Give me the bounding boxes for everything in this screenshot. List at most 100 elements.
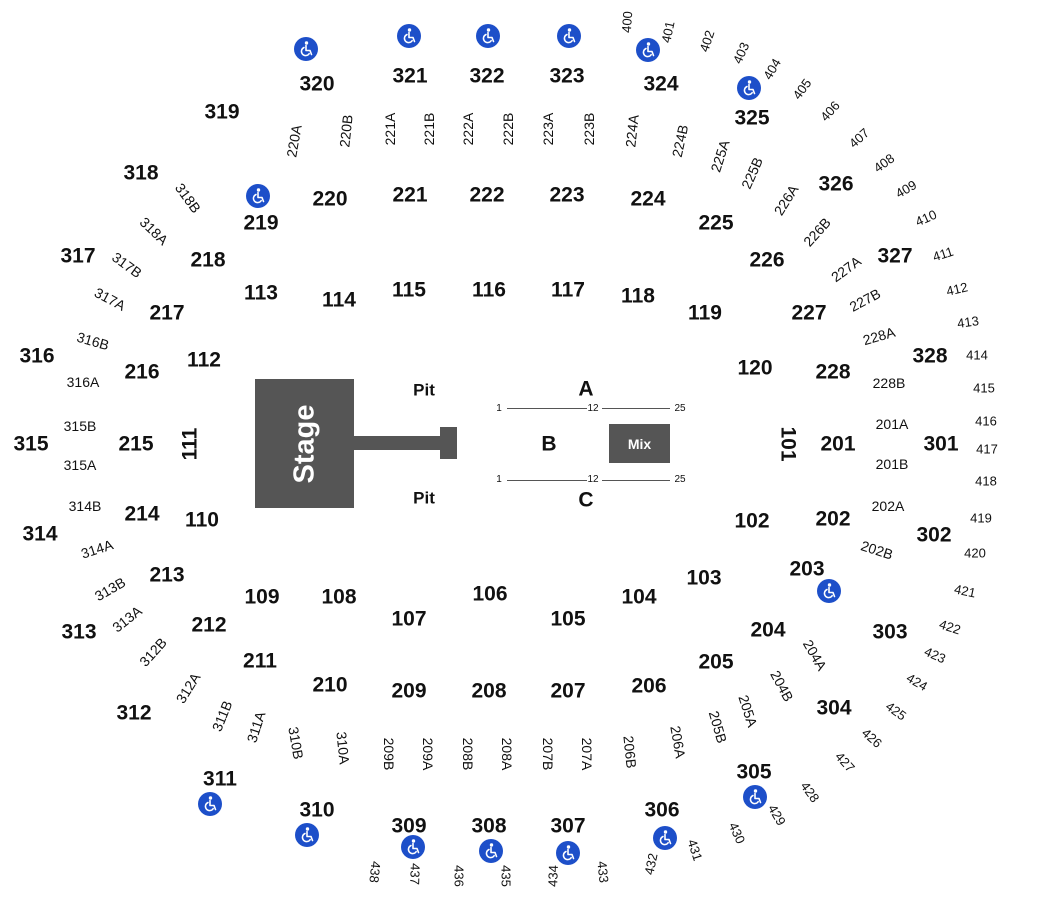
section-317a[interactable]: 317A <box>91 284 129 314</box>
section-326[interactable]: 326 <box>818 172 854 196</box>
section-215[interactable]: 215 <box>118 432 154 456</box>
section-424[interactable]: 424 <box>903 670 931 694</box>
section-204b[interactable]: 204B <box>767 667 797 705</box>
section-416[interactable]: 416 <box>975 413 997 429</box>
section-306[interactable]: 306 <box>644 798 680 822</box>
section-302[interactable]: 302 <box>916 523 952 547</box>
section-405[interactable]: 405 <box>789 75 815 103</box>
section-316a[interactable]: 316A <box>66 374 100 390</box>
section-226a[interactable]: 226A <box>770 181 802 219</box>
section-220[interactable]: 220 <box>312 187 348 211</box>
section-101[interactable]: 101 <box>776 426 800 462</box>
section-419[interactable]: 419 <box>970 510 992 526</box>
section-312[interactable]: 312 <box>116 701 152 725</box>
section-206[interactable]: 206 <box>631 674 667 698</box>
section-208[interactable]: 208 <box>471 679 507 703</box>
section-210[interactable]: 210 <box>312 673 348 697</box>
section-222a[interactable]: 222A <box>460 112 476 146</box>
section-209b[interactable]: 209B <box>381 737 397 771</box>
section-323[interactable]: 323 <box>549 64 585 88</box>
section-321[interactable]: 321 <box>392 64 428 88</box>
section-228b[interactable]: 228B <box>872 375 906 391</box>
section-207a[interactable]: 207A <box>579 737 595 771</box>
section-225b[interactable]: 225B <box>738 154 766 192</box>
section-317[interactable]: 317 <box>60 244 96 268</box>
section-218[interactable]: 218 <box>190 248 226 272</box>
section-223[interactable]: 223 <box>549 183 585 207</box>
section-315a[interactable]: 315A <box>63 457 97 473</box>
section-119[interactable]: 119 <box>688 301 722 325</box>
section-437[interactable]: 437 <box>407 862 423 886</box>
section-212[interactable]: 212 <box>191 613 227 637</box>
section-435[interactable]: 435 <box>498 865 514 887</box>
section-318a[interactable]: 318A <box>136 213 172 249</box>
section-428[interactable]: 428 <box>797 778 823 806</box>
section-421[interactable]: 421 <box>952 581 978 601</box>
section-207[interactable]: 207 <box>550 679 586 703</box>
section-431[interactable]: 431 <box>684 837 706 863</box>
section-315b[interactable]: 315B <box>63 418 97 434</box>
section-314[interactable]: 314 <box>22 522 58 546</box>
section-201[interactable]: 201 <box>820 432 856 456</box>
section-324[interactable]: 324 <box>643 72 679 96</box>
section-228a[interactable]: 228A <box>861 323 897 349</box>
section-205b[interactable]: 205B <box>705 709 731 745</box>
section-412[interactable]: 412 <box>944 279 970 299</box>
section-325[interactable]: 325 <box>734 106 770 130</box>
section-204[interactable]: 204 <box>750 618 786 642</box>
section-305[interactable]: 305 <box>736 760 772 784</box>
section-220b[interactable]: 220B <box>336 113 356 149</box>
section-402[interactable]: 402 <box>696 28 718 54</box>
section-327[interactable]: 327 <box>877 244 913 268</box>
section-227b[interactable]: 227B <box>846 285 884 315</box>
section-310[interactable]: 310 <box>299 798 335 822</box>
section-222[interactable]: 222 <box>469 183 505 207</box>
section-111[interactable]: 111 <box>178 427 202 461</box>
section-311b[interactable]: 311B <box>208 698 236 734</box>
section-418[interactable]: 418 <box>975 473 997 489</box>
section-311a[interactable]: 311A <box>243 709 269 745</box>
section-408[interactable]: 408 <box>870 150 898 176</box>
section-120[interactable]: 120 <box>737 356 773 380</box>
section-227a[interactable]: 227A <box>828 252 864 286</box>
section-427[interactable]: 427 <box>832 748 858 776</box>
section-303[interactable]: 303 <box>872 620 908 644</box>
section-403[interactable]: 403 <box>729 40 753 66</box>
section-105[interactable]: 105 <box>550 607 586 631</box>
section-310a[interactable]: 310A <box>333 730 353 766</box>
section-202b[interactable]: 202B <box>858 537 896 563</box>
section-224[interactable]: 224 <box>630 187 666 211</box>
section-423[interactable]: 423 <box>922 643 948 667</box>
section-110[interactable]: 110 <box>185 508 219 532</box>
section-221[interactable]: 221 <box>392 183 428 207</box>
section-313a[interactable]: 313A <box>109 602 145 636</box>
section-223a[interactable]: 223A <box>540 112 556 146</box>
section-312b[interactable]: 312B <box>136 634 170 670</box>
section-420[interactable]: 420 <box>964 545 986 561</box>
section-429[interactable]: 429 <box>765 801 789 829</box>
section-328[interactable]: 328 <box>912 344 948 368</box>
pit-bottom-label[interactable]: Pit <box>413 488 435 508</box>
section-206a[interactable]: 206A <box>667 724 689 760</box>
section-433[interactable]: 433 <box>594 860 612 884</box>
section-219[interactable]: 219 <box>243 211 279 235</box>
section-114[interactable]: 114 <box>322 288 356 312</box>
section-228[interactable]: 228 <box>815 360 851 384</box>
section-309[interactable]: 309 <box>391 814 427 838</box>
section-301[interactable]: 301 <box>923 432 959 456</box>
section-225[interactable]: 225 <box>698 211 734 235</box>
section-117[interactable]: 117 <box>551 278 585 302</box>
section-226[interactable]: 226 <box>749 248 785 272</box>
section-106[interactable]: 106 <box>472 582 508 606</box>
section-400[interactable]: 400 <box>618 10 636 34</box>
section-320[interactable]: 320 <box>299 72 335 96</box>
section-107[interactable]: 107 <box>391 607 427 631</box>
section-224b[interactable]: 224B <box>668 123 692 159</box>
section-217[interactable]: 217 <box>149 301 185 325</box>
section-313b[interactable]: 313B <box>91 573 129 605</box>
section-322[interactable]: 322 <box>469 64 505 88</box>
section-104[interactable]: 104 <box>621 585 657 609</box>
section-314a[interactable]: 314A <box>78 536 116 562</box>
section-314b[interactable]: 314B <box>68 498 102 514</box>
section-434[interactable]: 434 <box>545 864 561 888</box>
